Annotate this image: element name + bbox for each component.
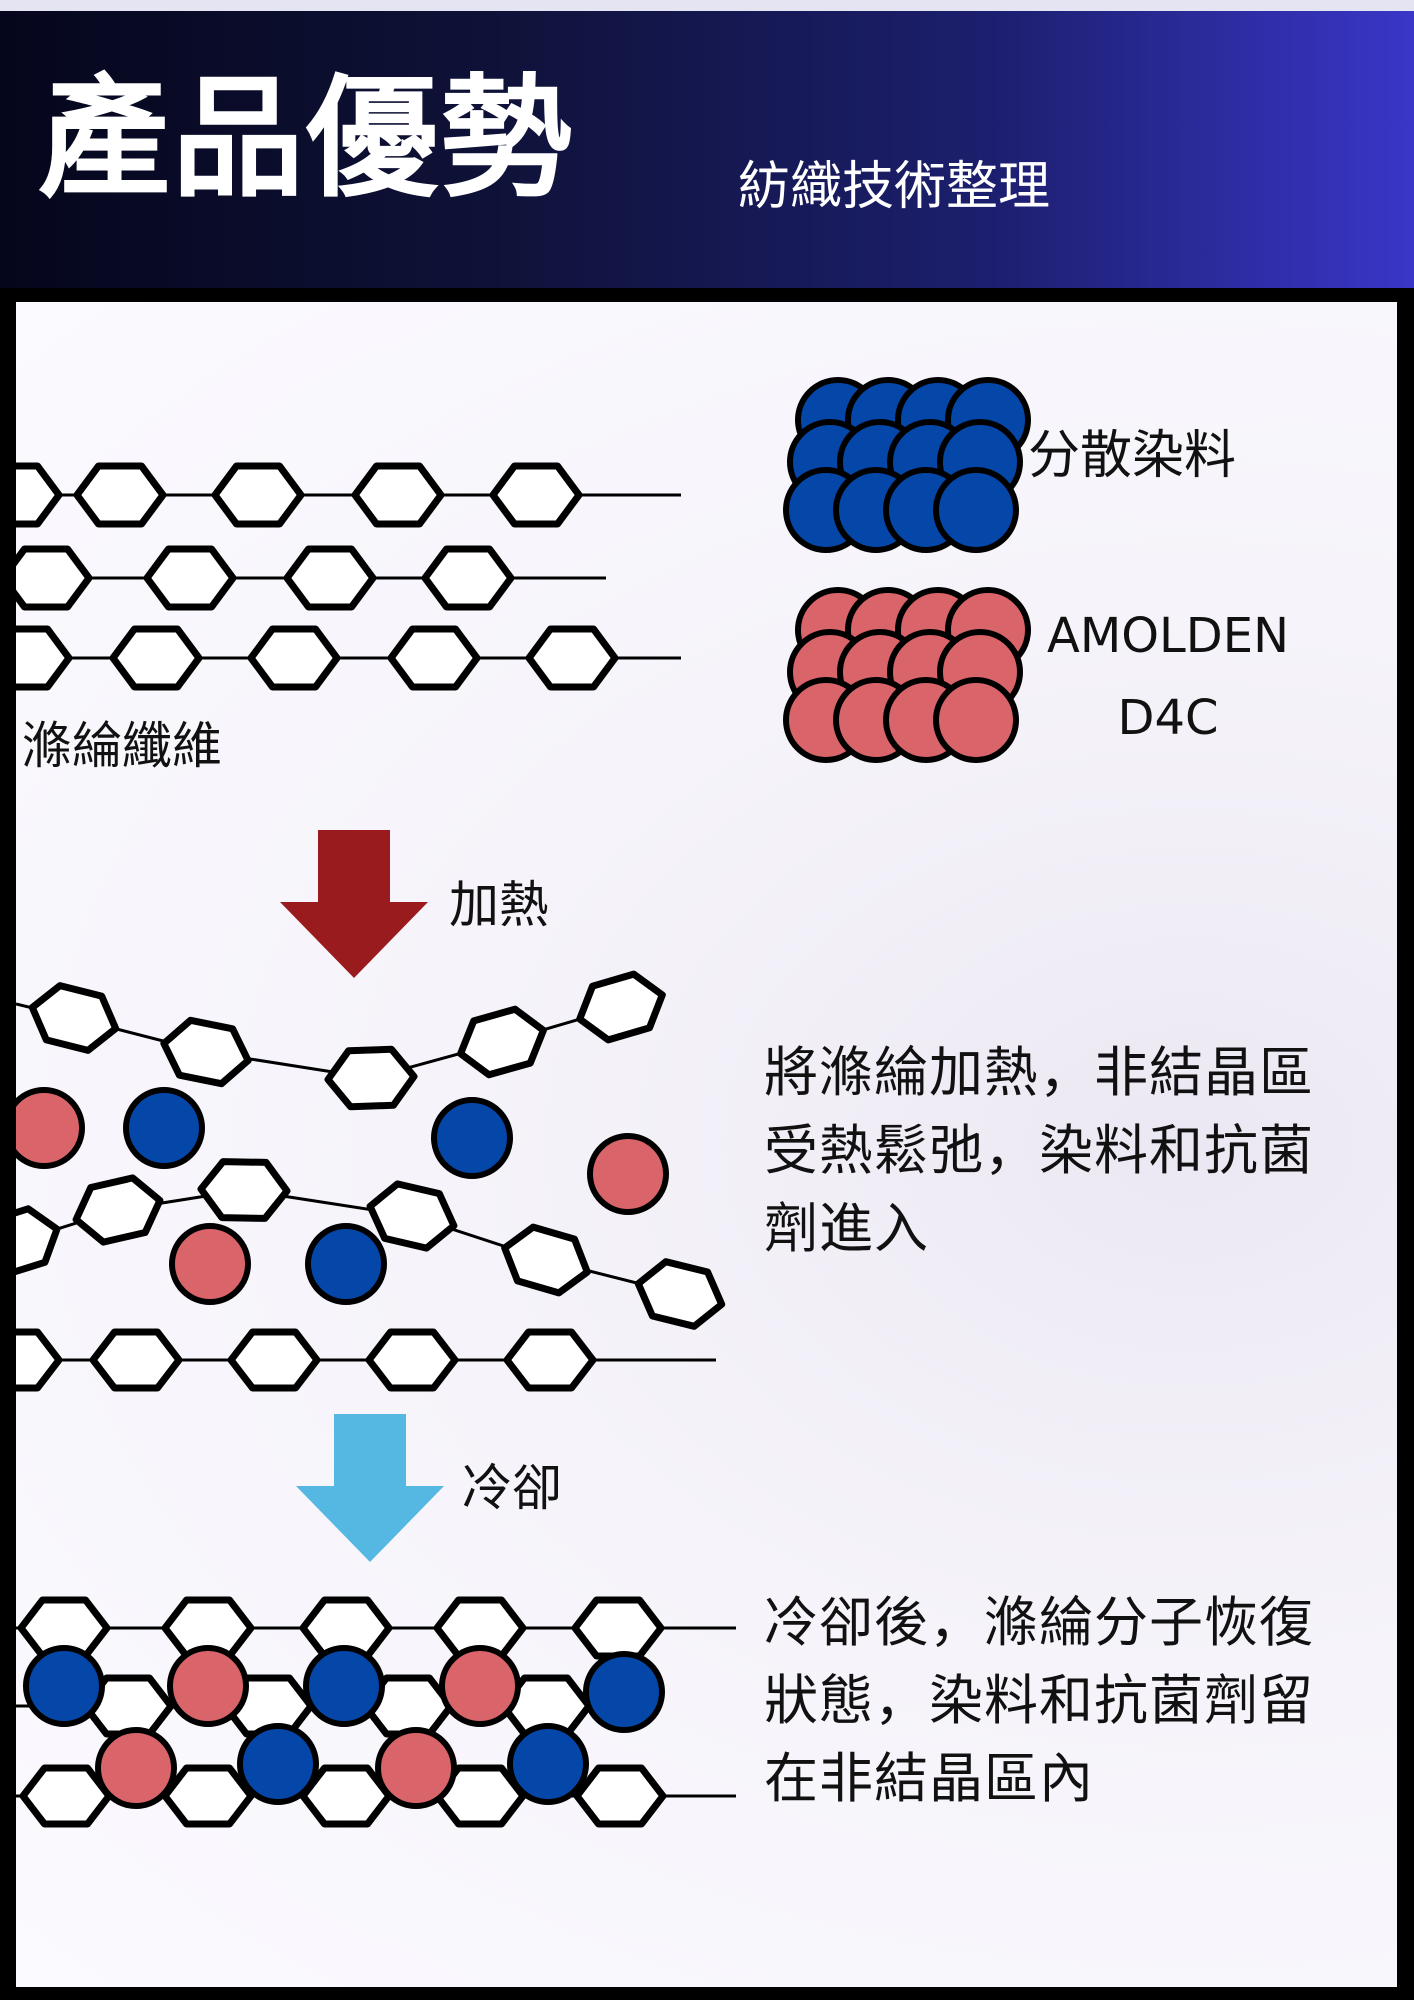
disperse-dye-molecule: [123, 1087, 205, 1169]
disperse-dye-molecule: [583, 1651, 665, 1733]
diagram-canvas: 分散染料 AMOLDEN D4C 滌綸纖維 加熱 冷卻 將滌綸加熱，非結晶區受熱…: [16, 302, 1397, 1987]
disperse-dye-molecule: [507, 1723, 589, 1805]
header-banner: 產品優勢 紡織技術整理: [0, 11, 1414, 288]
fiber-hexagon: [365, 1328, 459, 1392]
fiber-hexagon: [89, 1328, 183, 1392]
diagram-panel: 分散染料 AMOLDEN D4C 滌綸纖維 加熱 冷卻 將滌綸加熱，非結晶區受熱…: [0, 288, 1414, 2000]
amolden-molecule: [375, 1727, 457, 1809]
fiber-hexagon: [489, 462, 583, 528]
amolden-molecule: [587, 1133, 669, 1215]
amolden-molecule: [95, 1727, 177, 1809]
legend-amolden-label-line2: D4C: [1117, 690, 1218, 746]
fiber-hexagon: [16, 545, 93, 611]
fiber-hexagon: [351, 462, 445, 528]
fiber-hexagon: [324, 1045, 418, 1111]
molecule-clusters: [16, 377, 1031, 1809]
heat-description: 將滌綸加熱，非結晶區受熱鬆弛，染料和抗菌劑進入: [764, 1041, 1314, 1260]
page-title: 產品優勢: [38, 62, 574, 216]
fiber-hexagon: [457, 1005, 547, 1079]
fiber-hexagon: [501, 1223, 591, 1297]
legend-disperse-dye-label: 分散染料: [1028, 426, 1236, 486]
fiber-hexagon: [247, 625, 341, 691]
fiber-hexagon: [16, 462, 63, 528]
amolden-molecule: [933, 677, 1019, 763]
fiber-hexagon: [16, 1328, 63, 1392]
fiber-hexagon: [197, 1158, 291, 1222]
fiber-hexagon: [16, 625, 73, 691]
fiber-hexagon: [571, 1596, 665, 1660]
process-diagram: 分散染料 AMOLDEN D4C 滌綸纖維 加熱 冷卻: [16, 377, 1289, 1828]
legend-amolden-label-line1: AMOLDEN: [1047, 608, 1289, 664]
cool-arrow-icon: [296, 1414, 444, 1562]
amolden-molecule: [16, 1087, 85, 1169]
fiber-hexagon: [227, 1328, 321, 1392]
fiber-hexagon: [16, 1205, 61, 1276]
fiber-hexagon: [634, 1258, 726, 1330]
fiber-hexagon: [161, 1764, 255, 1828]
disperse-dye-molecule: [303, 1645, 385, 1727]
fiber-hexagon: [366, 1180, 458, 1252]
fiber-hexagon: [576, 970, 666, 1044]
fiber-hexagon: [160, 1016, 252, 1088]
cool-description: 冷卻後，滌綸分子恢復狀態，染料和抗菌劑留在非結晶區內: [764, 1591, 1314, 1810]
fiber-hexagon: [525, 625, 619, 691]
fiber-chains: [16, 462, 736, 1828]
fiber-hexagon: [73, 462, 167, 528]
fiber-hexagon: [211, 462, 305, 528]
top-strip: [0, 0, 1414, 11]
page-subtitle: 紡織技術整理: [738, 157, 1051, 217]
fiber-hexagon: [421, 545, 515, 611]
amolden-molecule: [167, 1645, 249, 1727]
disperse-dye-molecule: [23, 1645, 105, 1727]
fiber-hexagon: [387, 625, 481, 691]
amolden-molecule: [169, 1223, 251, 1305]
disperse-dye-molecule: [237, 1723, 319, 1805]
fiber-hexagon: [28, 982, 120, 1054]
fiber-hexagon: [109, 625, 203, 691]
fiber-hexagon: [81, 1674, 175, 1738]
fiber-label: 滌綸纖維: [22, 717, 222, 775]
heat-arrow-icon: [280, 830, 428, 978]
disperse-dye-molecule: [431, 1097, 513, 1179]
fiber-hexagon: [503, 1328, 597, 1392]
step-arrows: [280, 830, 444, 1562]
disperse-dye-molecule: [933, 467, 1019, 553]
fiber-hexagon: [72, 1174, 164, 1246]
fiber-hexagon: [283, 545, 377, 611]
heat-step-label: 加熱: [449, 876, 549, 934]
cool-step-label: 冷卻: [462, 1459, 562, 1517]
disperse-dye-molecule: [305, 1223, 387, 1305]
fiber-hexagon: [573, 1764, 667, 1828]
amolden-molecule: [439, 1645, 521, 1727]
fiber-hexagon: [143, 545, 237, 611]
